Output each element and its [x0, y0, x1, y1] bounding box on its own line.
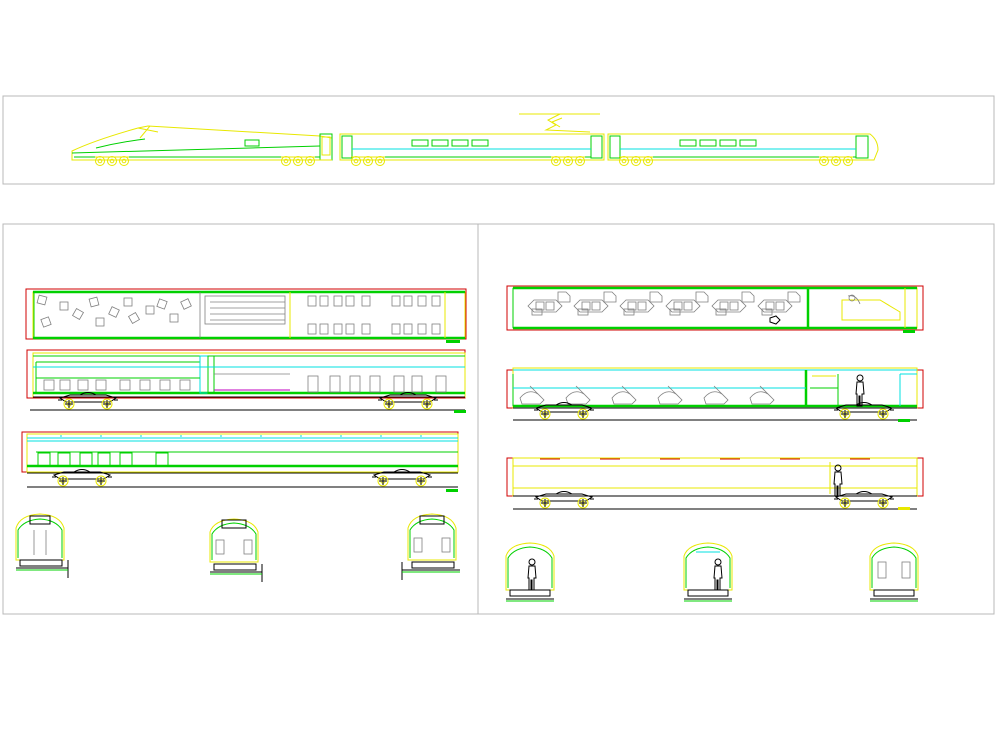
plan-seats — [527, 291, 801, 316]
tail-car — [607, 133, 879, 166]
car-b-exterior-elevation — [506, 457, 924, 510]
car-b-cross-section-2 — [683, 542, 733, 602]
car-a-plan — [25, 288, 467, 343]
seat-rows — [307, 295, 441, 335]
car-a-drawings — [15, 288, 467, 582]
car-b-drawings — [505, 285, 924, 602]
train-elevation-frame — [2, 95, 995, 185]
car-b-plan — [506, 285, 924, 333]
car-a-interior-elevation — [26, 349, 466, 413]
interior-seats — [43, 375, 447, 393]
car-b-interior-elevation — [506, 367, 924, 422]
lower-sheet-frame — [2, 223, 995, 615]
car-a-exterior-elevation — [21, 431, 459, 492]
car-b-cross-section-1 — [505, 542, 555, 602]
middle-car — [339, 133, 605, 166]
car-a-cross-section-2 — [209, 518, 263, 582]
pantograph-icon — [519, 113, 600, 133]
lead-car — [71, 125, 333, 166]
interior-seat-profiles — [519, 385, 775, 405]
exterior-doors — [37, 452, 169, 467]
car-a-cross-section-1 — [15, 513, 69, 578]
train-elevation — [71, 113, 879, 166]
lounge-seats — [36, 294, 192, 328]
car-b-cross-section-3 — [869, 542, 919, 602]
car-a-cross-section-3 — [401, 513, 460, 580]
